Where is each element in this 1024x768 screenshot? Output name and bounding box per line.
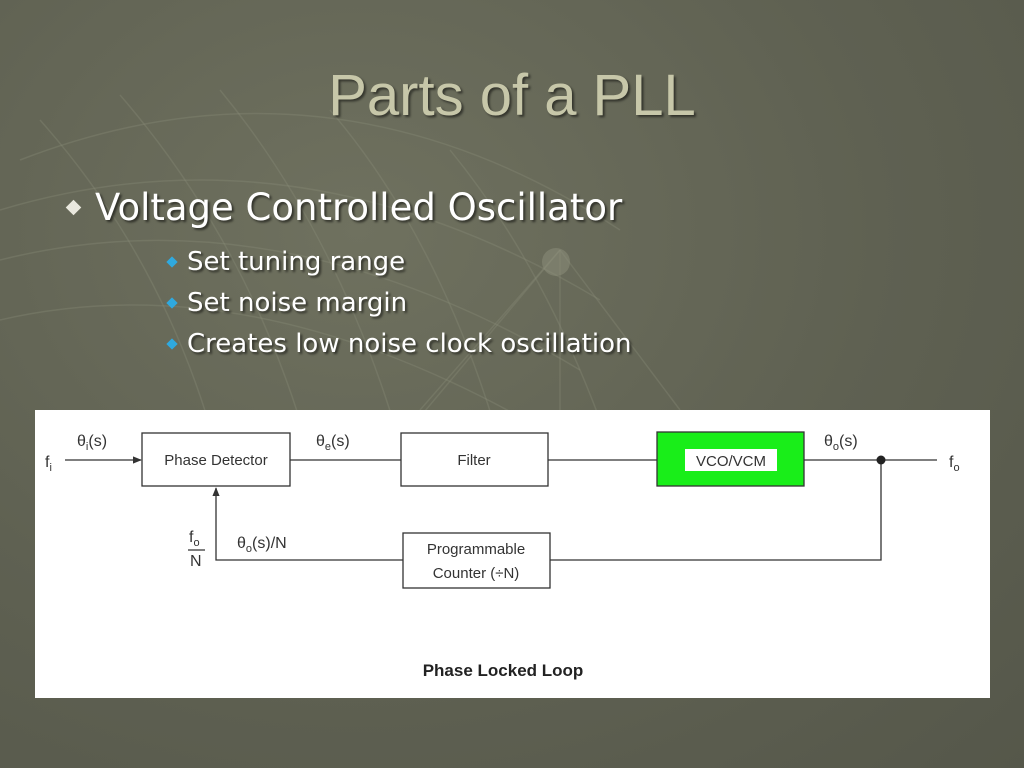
output-phase-label: θo(s) [824,433,858,453]
diamond-bullet-icon [166,296,178,309]
diamond-bullet-icon [166,337,178,350]
main-bullet: Voltage Controlled Oscillator [64,186,622,229]
feedback-phase-label: θo(s)/N [237,535,287,555]
sub-bullet: Creates low noise clock oscillation [166,323,631,364]
counter-label-line2: Counter (÷N) [433,565,520,582]
phase-detector-block [141,432,291,487]
sub-bullet-text: Creates low noise clock oscillation [187,328,632,359]
sub-bullet: Set tuning range [166,241,631,282]
counter-to-pd-line [212,487,403,561]
feedback-frequency-denominator: N [190,553,202,570]
error-phase-label: θe(s) [316,433,350,453]
sub-bullet: Set noise margin [166,282,631,323]
diagram-caption: Phase Locked Loop [423,661,584,680]
pll-block-diagram: Phase Detector Filter VCO/VCM Programmab… [45,431,960,680]
counter-label-line1: Programmable [427,541,525,558]
counter-block [402,532,551,589]
pll-diagram-panel: Phase Detector Filter VCO/VCM Programmab… [35,410,990,698]
vco-label-background [685,449,777,471]
input-phase-label: θi(s) [77,433,107,453]
feedback-to-counter-line [550,460,882,561]
sub-bullet-list: Set tuning range Set noise margin Create… [166,241,631,364]
diamond-bullet-icon [166,255,178,268]
slide-title: Parts of a PLL [328,63,696,128]
input-frequency-label: fi [45,454,52,474]
diamond-bullet-icon [65,199,82,216]
phase-detector-label: Phase Detector [164,452,267,469]
output-frequency-label: fo [949,454,960,474]
output-junction-dot [876,455,886,465]
filter-block [400,432,549,487]
vco-label: VCO/VCM [696,453,766,470]
filter-label: Filter [457,452,490,469]
sub-bullet-text: Set noise margin [187,287,408,318]
feedback-frequency-numerator: fo [189,529,200,549]
main-bullet-text: Voltage Controlled Oscillator [95,186,623,229]
sub-bullet-text: Set tuning range [187,246,406,277]
